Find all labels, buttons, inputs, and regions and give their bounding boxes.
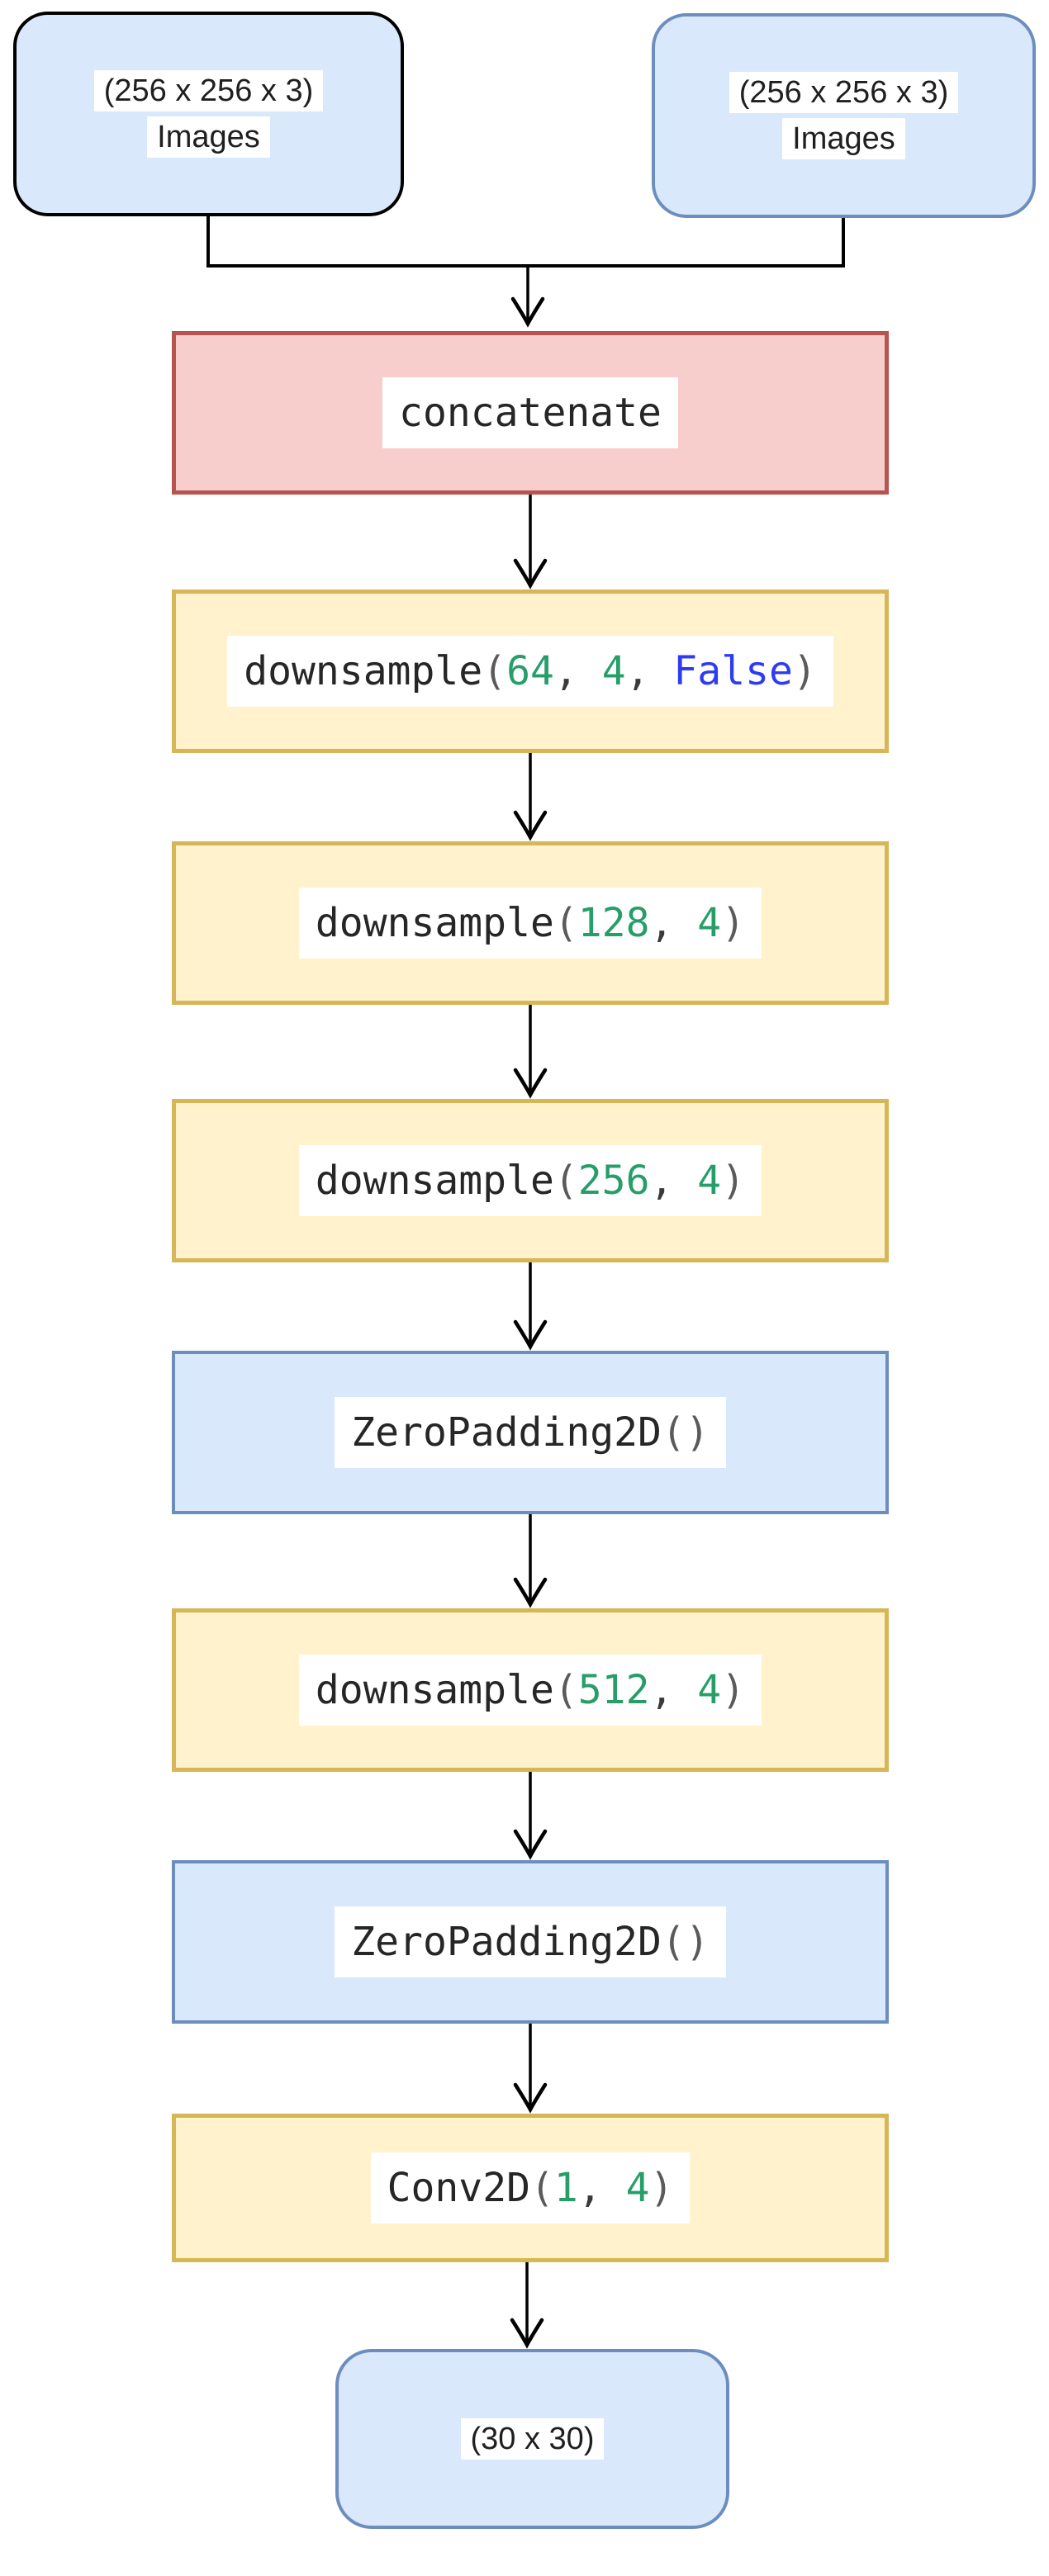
input-node-right: (256 x 256 x 3) Images — [652, 13, 1036, 218]
layer-label-downsample-64: downsample(64, 4, False) — [227, 635, 833, 708]
input-node-left-labels: (256 x 256 x 3) Images — [93, 69, 324, 159]
layer-node-zeropadding2d-2: ZeroPadding2D() — [172, 1860, 889, 2024]
input-dims-label: (256 x 256 x 3) — [729, 71, 959, 113]
layer-label-downsample-256: downsample(256, 4) — [298, 1144, 762, 1217]
layer-node-zeropadding2d-1: ZeroPadding2D() — [172, 1351, 889, 1514]
layer-label-downsample-128: downsample(128, 4) — [298, 887, 762, 959]
output-node: (30 x 30) — [335, 2349, 729, 2529]
output-shape-label: (30 x 30) — [460, 2417, 605, 2460]
layer-node-downsample-128: downsample(128, 4) — [172, 841, 889, 1005]
layer-node-conv2d: Conv2D(1, 4) — [172, 2114, 889, 2262]
layer-label-zeropadding2d-1: ZeroPadding2D() — [335, 1396, 726, 1469]
input-node-right-labels: (256 x 256 x 3) Images — [729, 71, 959, 160]
layer-node-downsample-512: downsample(512, 4) — [172, 1608, 889, 1772]
input-dims-label: (256 x 256 x 3) — [93, 69, 324, 111]
layer-label-conv2d: Conv2D(1, 4) — [370, 2152, 691, 2224]
layer-node-downsample-256: downsample(256, 4) — [172, 1099, 889, 1262]
layer-node-downsample-64: downsample(64, 4, False) — [172, 590, 889, 753]
layer-node-concatenate: concatenate — [172, 331, 889, 495]
input-images-label: Images — [147, 116, 270, 159]
layer-label-downsample-512: downsample(512, 4) — [298, 1654, 762, 1726]
input-images-label: Images — [782, 118, 905, 160]
merge-connector — [206, 215, 845, 268]
input-node-left: (256 x 256 x 3) Images — [13, 12, 404, 216]
layer-label-concatenate: concatenate — [382, 376, 678, 449]
layer-label-zeropadding2d-2: ZeroPadding2D() — [335, 1906, 726, 1978]
